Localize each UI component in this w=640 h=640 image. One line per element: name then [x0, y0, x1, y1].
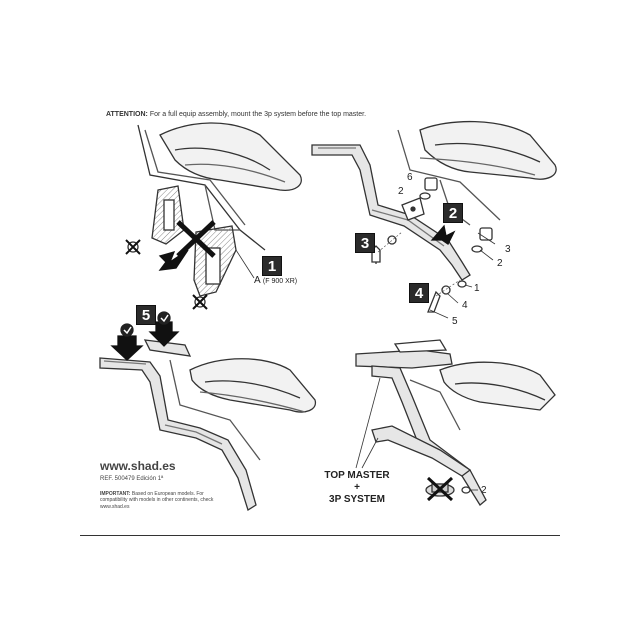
- step-badge-5: 5: [136, 305, 156, 325]
- part-label-2-right: 2: [497, 258, 503, 269]
- combo-label: TOP MASTER + 3P SYSTEM: [320, 470, 394, 506]
- check-icon-left: [120, 323, 134, 337]
- top-master-plate: [355, 349, 453, 369]
- step-badge-2: 2: [443, 203, 463, 223]
- spacer-6: [424, 177, 438, 191]
- reference-number: REF. 500479 Edición 1ª: [100, 476, 164, 482]
- 3p-bar: [371, 425, 472, 477]
- part-label-3: 3: [505, 244, 511, 255]
- part-label-1: 1: [474, 283, 480, 294]
- seat-shape: [159, 122, 302, 191]
- panel-fit-side-rails: [99, 311, 317, 511]
- side-rail: [99, 357, 257, 511]
- down-arrow-left: [110, 335, 144, 361]
- part-label-2-crossed: 2: [481, 485, 487, 496]
- crossed-part-2: [425, 476, 478, 502]
- down-arrow-right: [148, 321, 180, 347]
- part-label-6: 6: [407, 172, 413, 183]
- part-label-4: 4: [462, 300, 468, 311]
- seat-shape: [439, 361, 556, 411]
- remove-arrow: [158, 249, 189, 271]
- 3p-frame-rail: [311, 144, 471, 281]
- check-icon-right: [157, 311, 171, 325]
- part-label-2-top: 2: [398, 186, 404, 197]
- footer-divider: [80, 535, 560, 536]
- crossed-bolt-left: [125, 239, 141, 255]
- washer-2-right: [471, 245, 483, 253]
- panel-remove-original-rack: [125, 122, 302, 310]
- panel-top-master-combo: [355, 339, 556, 506]
- washer-2-top: [419, 192, 431, 200]
- attention-note: ATTENTION: For a full equip assembly, mo…: [106, 111, 366, 118]
- step-badge-1: 1: [262, 256, 282, 276]
- step-badge-3: 3: [355, 233, 375, 253]
- step-badge-4: 4: [409, 283, 429, 303]
- crossed-bolt-right: [192, 294, 208, 310]
- combo-top-master: TOP MASTER: [324, 470, 390, 481]
- seat-shape: [419, 120, 557, 180]
- combo-3p-system: 3P SYSTEM: [329, 494, 385, 505]
- remove-cross-2: [176, 220, 216, 258]
- seat-shape: [189, 358, 317, 413]
- panel-mount-3p-frame: [311, 120, 557, 319]
- attention-text: For a full equip assembly, mount the 3p …: [149, 111, 367, 118]
- washer-1: [457, 280, 467, 288]
- important-label: IMPORTANT:: [100, 491, 131, 497]
- bolt-5: [427, 290, 441, 313]
- website: www.shad.es: [100, 459, 176, 473]
- washer-3: [387, 235, 397, 245]
- washer-4: [441, 285, 451, 295]
- insert-arrow: [430, 224, 456, 245]
- part-label-a: A (F 900 XR): [254, 275, 298, 286]
- important-note: IMPORTANT: Based on European models. For…: [100, 491, 230, 510]
- combo-plus: +: [354, 482, 360, 493]
- part-label-5: 5: [452, 316, 458, 327]
- important-text: Based on European models. For compatibil…: [100, 491, 214, 510]
- attention-label: ATTENTION:: [106, 111, 148, 118]
- model-label: (F 900 XR): [262, 278, 298, 285]
